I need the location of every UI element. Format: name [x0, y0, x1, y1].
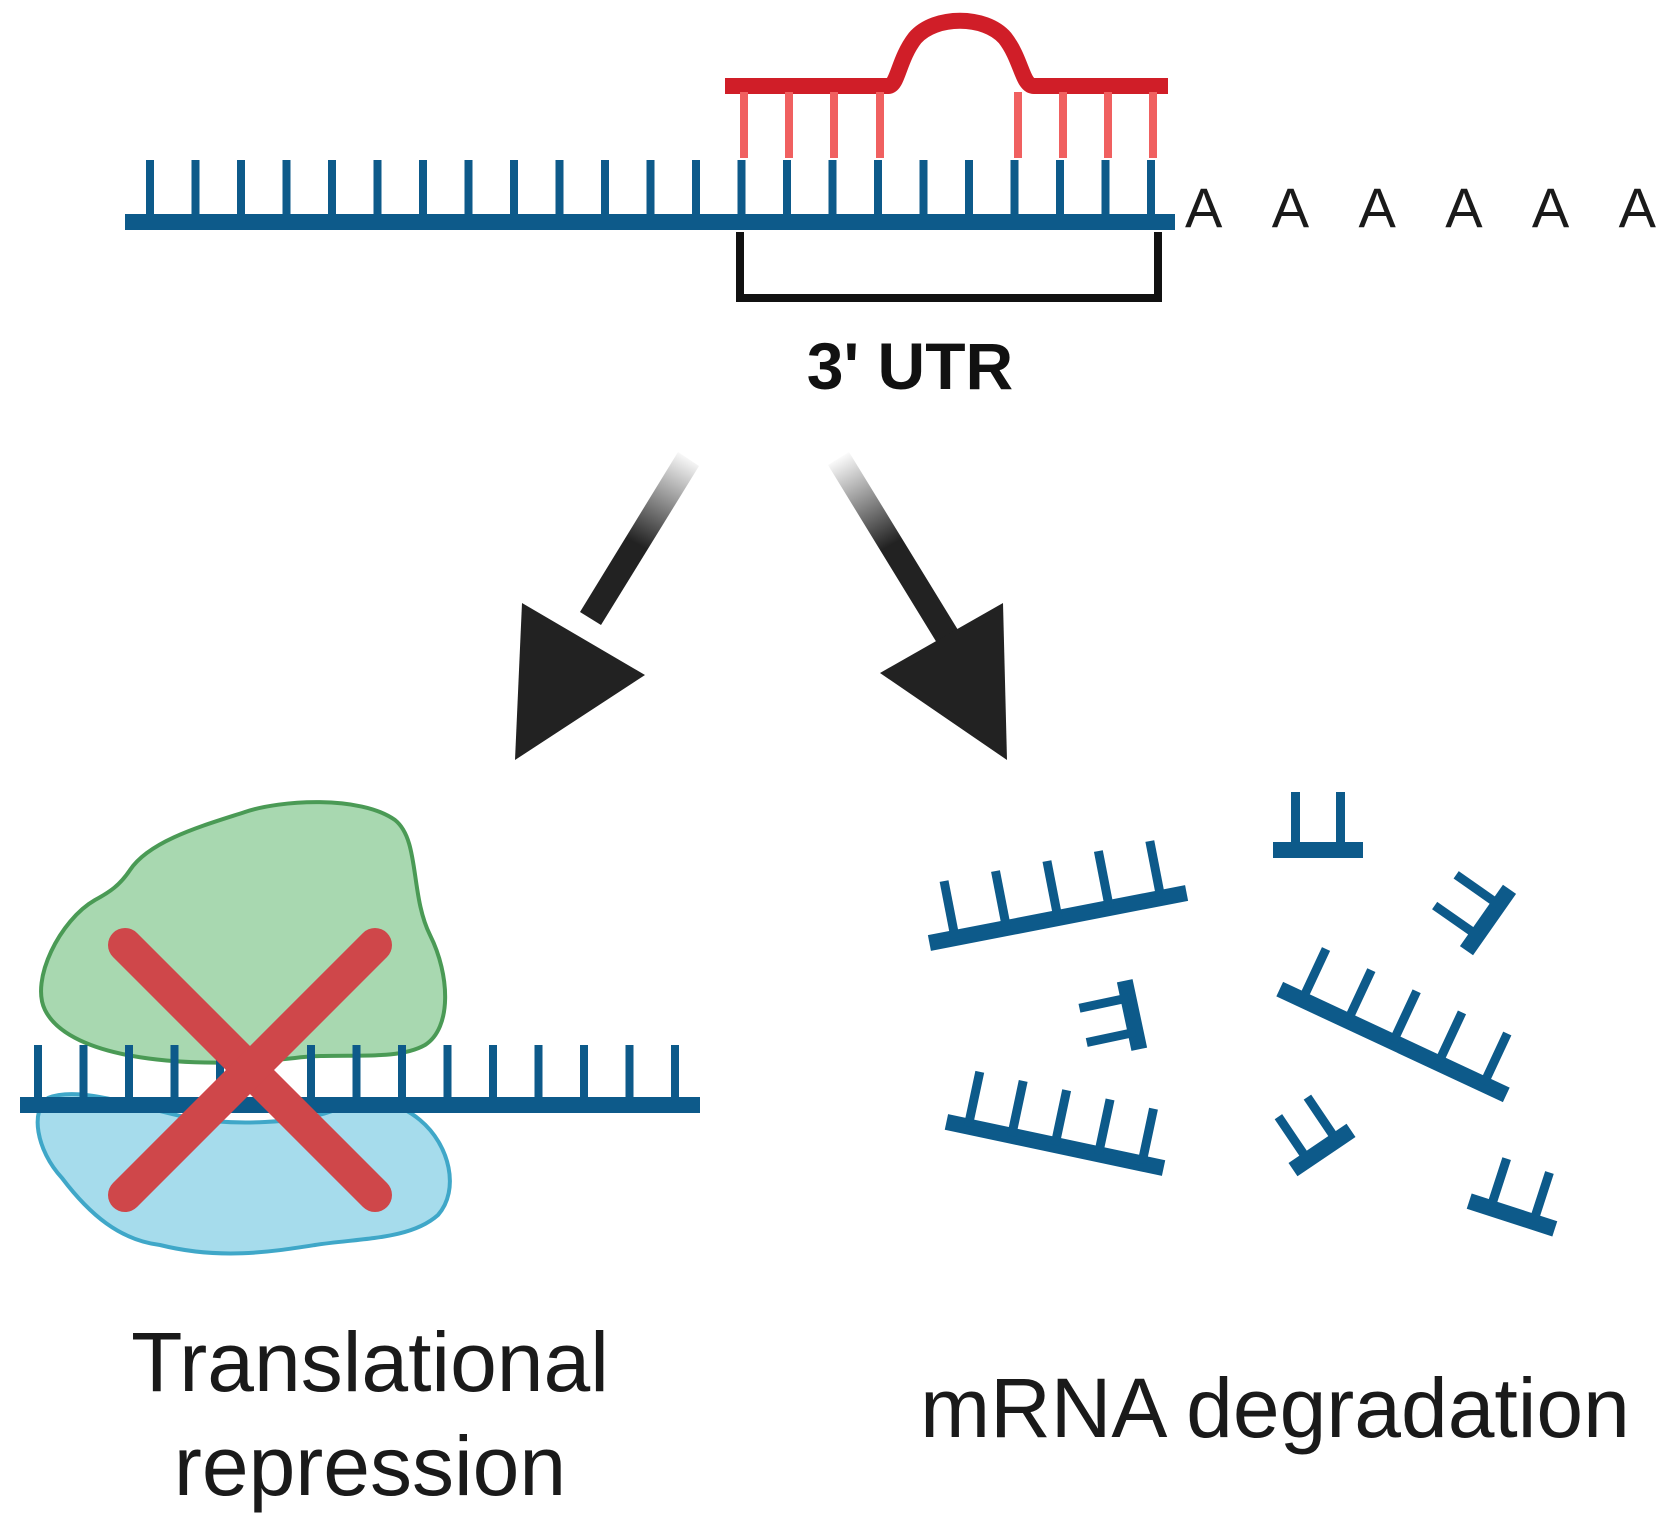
mrna-nucleotides	[146, 160, 1155, 222]
fragment-nucleotide	[1529, 1171, 1554, 1224]
fragment-nucleotide	[1050, 1089, 1072, 1146]
fragment-nucleotide	[1388, 989, 1421, 1044]
fragment-backbone	[1466, 1193, 1558, 1237]
fragment-nucleotide	[1085, 1027, 1137, 1047]
fragment-backbone	[1459, 884, 1517, 956]
mrna-fragment	[1078, 979, 1148, 1051]
mrna-fragment	[944, 1070, 1166, 1176]
mrna-fragment	[1276, 947, 1512, 1103]
fragment-nucleotide	[991, 870, 1011, 929]
fragment-nucleotide	[1486, 1157, 1511, 1210]
fragment-nucleotide	[1298, 947, 1331, 1002]
block-x-icon	[108, 928, 392, 1212]
fragment-nucleotide	[1303, 1094, 1341, 1143]
fragment-nucleotide	[1434, 1010, 1467, 1066]
arrow-to-degradation	[828, 452, 1007, 760]
degraded-mrna-fragments	[927, 792, 1558, 1237]
mrna-fragment	[927, 840, 1189, 951]
fragment-nucleotide	[963, 1070, 985, 1128]
fragment-nucleotide	[1343, 968, 1376, 1023]
fragment-nucleotide	[1007, 1080, 1028, 1137]
translational-repression-label: Translational repression	[131, 1315, 609, 1513]
fragment-nucleotide	[1453, 871, 1502, 909]
mirna-base-pairs	[740, 92, 1157, 158]
mirna-strand	[725, 12, 1168, 158]
fragment-nucleotide	[1137, 1107, 1158, 1165]
mrna-fragment	[1466, 1157, 1558, 1237]
arrow-to-repression	[515, 452, 699, 760]
repression-illustration	[20, 800, 700, 1256]
fragment-nucleotide	[1078, 993, 1130, 1013]
mrna-fragment	[1273, 792, 1363, 858]
utr-label: 3' UTR	[806, 329, 1014, 403]
fragment-backbone	[1288, 1123, 1356, 1177]
fragment-backbone	[1116, 979, 1148, 1051]
ribosome-small-subunit	[35, 1092, 452, 1256]
mrna-strand	[125, 160, 1175, 230]
fragment-nucleotide	[1145, 840, 1166, 899]
fragment-nucleotide	[1479, 1031, 1512, 1087]
mrna-fragment	[1432, 871, 1517, 956]
fragment-nucleotide	[1094, 1098, 1115, 1156]
fragment-nucleotide	[1093, 850, 1114, 909]
utr-bracket	[736, 232, 1162, 302]
mrna-degradation-label: mRNA degradation	[920, 1361, 1630, 1455]
mrna-fragment	[1274, 1094, 1356, 1177]
fragment-nucleotide	[939, 880, 960, 939]
fragment-nucleotide	[1432, 901, 1480, 940]
fragment-nucleotide	[1274, 1114, 1312, 1163]
fragment-nucleotide	[1042, 860, 1063, 919]
poly-a-tail: A A A A A A	[1185, 176, 1677, 239]
